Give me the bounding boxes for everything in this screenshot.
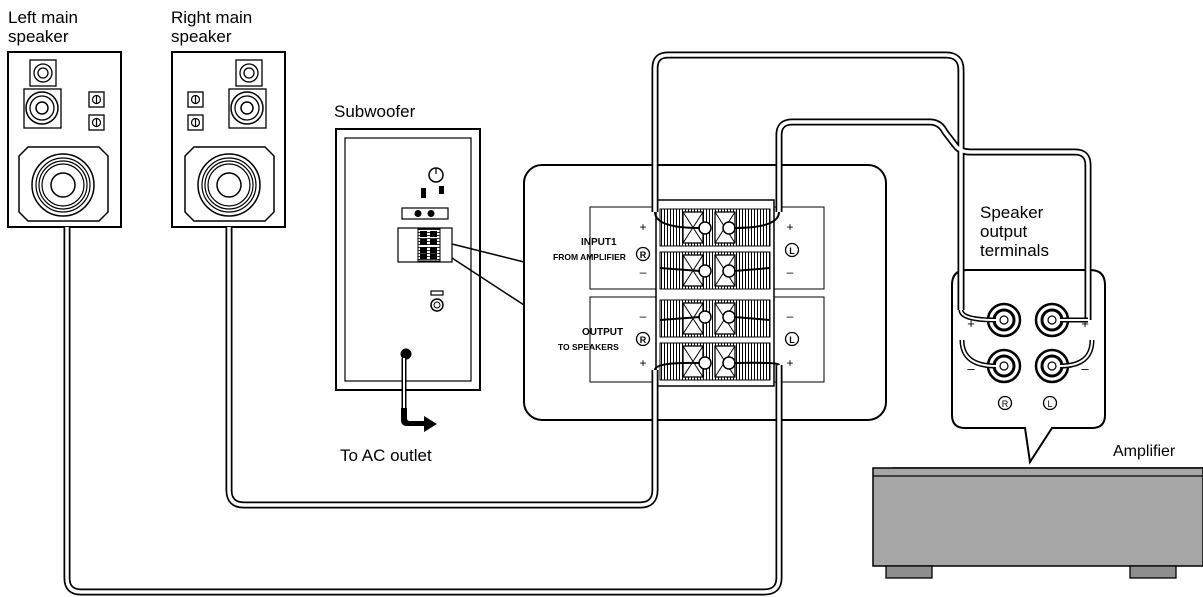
svg-text:L: L [789, 335, 795, 345]
plus-mark: + [1081, 316, 1089, 331]
svg-text:R: R [1002, 399, 1009, 409]
power-cord-plug [400, 348, 412, 360]
ac-outlet-label: To AC outlet [340, 446, 432, 465]
switch-icon [421, 188, 426, 198]
input-jack-strip [401, 207, 449, 220]
minus-mark: – [640, 265, 647, 279]
plus-mark: + [639, 356, 646, 370]
plus-mark: + [786, 220, 793, 234]
cable-terminations [654, 211, 780, 371]
minus-mark: – [640, 309, 647, 323]
switch-icon [439, 186, 444, 194]
binding-post-icon [1034, 302, 1070, 338]
svg-text:L: L [789, 246, 795, 256]
plus-mark: + [786, 356, 793, 370]
l-channel-icon [784, 242, 800, 258]
r-channel-icon [997, 395, 1013, 411]
amplifier-foot [885, 565, 933, 579]
r-channel-icon [635, 331, 651, 347]
left-main-speaker [7, 51, 122, 228]
callout-line [451, 257, 525, 306]
minus-mark: – [1081, 361, 1089, 376]
svg-text:R: R [640, 335, 647, 345]
minus-mark: – [787, 309, 794, 323]
r-channel-icon [635, 246, 651, 262]
input-title: INPUT1 [581, 237, 617, 248]
subwoofer-unit [335, 128, 481, 432]
minus-mark: – [967, 361, 975, 376]
callout-line [451, 243, 525, 263]
right-speaker-label: Right main speaker [171, 8, 253, 46]
plus-mark: + [967, 316, 975, 331]
output-subtitle: TO SPEAKERS [558, 342, 619, 352]
amplifier-unit [872, 467, 1203, 579]
left-speaker-label: Left main speaker [8, 8, 78, 46]
minus-mark: – [787, 265, 794, 279]
svg-text:L: L [1047, 399, 1052, 409]
plus-mark: + [639, 220, 646, 234]
amplifier-label: Amplifier [1113, 443, 1176, 460]
terminal-row-output-plus [659, 342, 771, 381]
output-title: OUTPUT [582, 327, 623, 338]
right-main-speaker [171, 51, 286, 228]
terminal-panel-enlarged: INPUT1 FROM AMPLIFIER OUTPUT TO SPEAKERS… [523, 164, 887, 421]
terminal-row-input-minus [659, 251, 771, 290]
l-channel-icon [1042, 395, 1058, 411]
amplifier-terminal-callout: + – + – R L [951, 269, 1106, 465]
amplifier-foot [1129, 565, 1177, 579]
l-channel-icon [784, 331, 800, 347]
subwoofer-label: Subwoofer [334, 102, 416, 121]
input-subtitle: FROM AMPLIFIER [553, 252, 626, 262]
terminals-label: Speaker output terminals [980, 203, 1049, 260]
svg-text:R: R [640, 250, 647, 260]
arrow-icon [401, 408, 437, 432]
